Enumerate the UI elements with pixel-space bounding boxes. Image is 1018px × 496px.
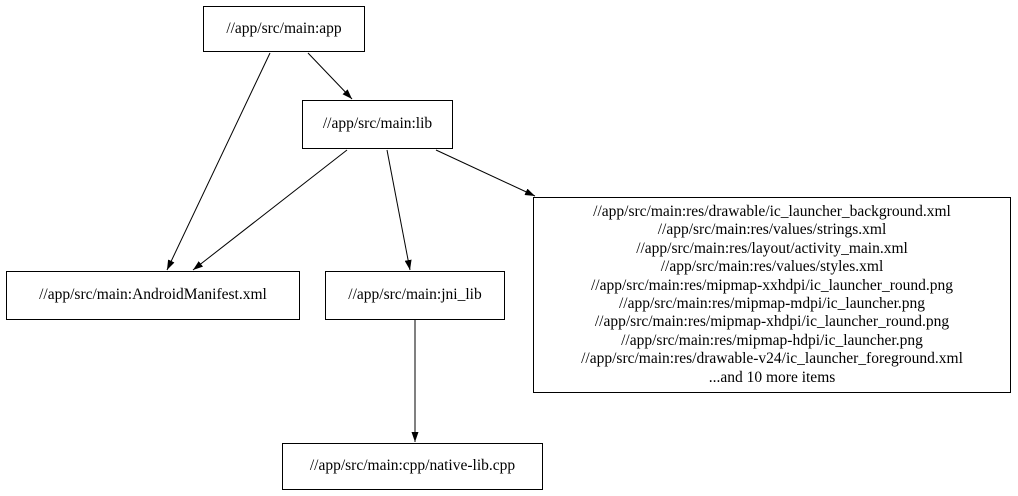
res-group-line: //app/src/main:res/layout/activity_main.…	[636, 239, 908, 257]
node-native-lib-cpp: //app/src/main:cpp/native-lib.cpp	[282, 443, 543, 490]
edge-app-to-lib	[307, 52, 353, 100]
node-lib-label: //app/src/main:lib	[322, 115, 433, 133]
node-native-lib-cpp-label: //app/src/main:cpp/native-lib.cpp	[309, 457, 516, 475]
res-group-line: //app/src/main:res/mipmap-mdpi/ic_launch…	[618, 295, 926, 312]
res-group-line: //app/src/main:res/mipmap-xxhdpi/ic_laun…	[590, 276, 953, 294]
edge-app-to-android-manifest	[166, 52, 271, 271]
node-app: //app/src/main:app	[203, 6, 365, 52]
res-group-more-items: ...and 10 more items	[708, 368, 836, 386]
edge-lib-to-android-manifest	[192, 149, 348, 271]
node-jni-lib: //app/src/main:jni_lib	[325, 271, 505, 320]
res-group-line: //app/src/main:res/mipmap-hdpi/ic_launch…	[621, 331, 923, 349]
node-res-group: //app/src/main:res/drawable/ic_launcher_…	[533, 197, 1011, 393]
res-group-line: //app/src/main:res/drawable-v24/ic_launc…	[581, 350, 963, 368]
edge-lib-to-jni-lib	[386, 149, 412, 271]
res-group-line: //app/src/main:res/values/strings.xml	[657, 221, 887, 239]
node-jni-lib-label: //app/src/main:jni_lib	[348, 286, 482, 304]
edge-lib-to-res-group	[435, 149, 536, 197]
node-android-manifest-label: //app/src/main:AndroidManifest.xml	[39, 286, 267, 304]
node-android-manifest: //app/src/main:AndroidManifest.xml	[6, 271, 300, 320]
res-group-line: //app/src/main:res/mipmap-xhdpi/ic_launc…	[594, 313, 950, 331]
node-app-label: //app/src/main:app	[226, 19, 342, 37]
res-group-line: //app/src/main:res/drawable/ic_launcher_…	[593, 202, 951, 220]
res-group-line: //app/src/main:res/values/styles.xml	[660, 258, 884, 276]
node-lib: //app/src/main:lib	[302, 100, 453, 149]
